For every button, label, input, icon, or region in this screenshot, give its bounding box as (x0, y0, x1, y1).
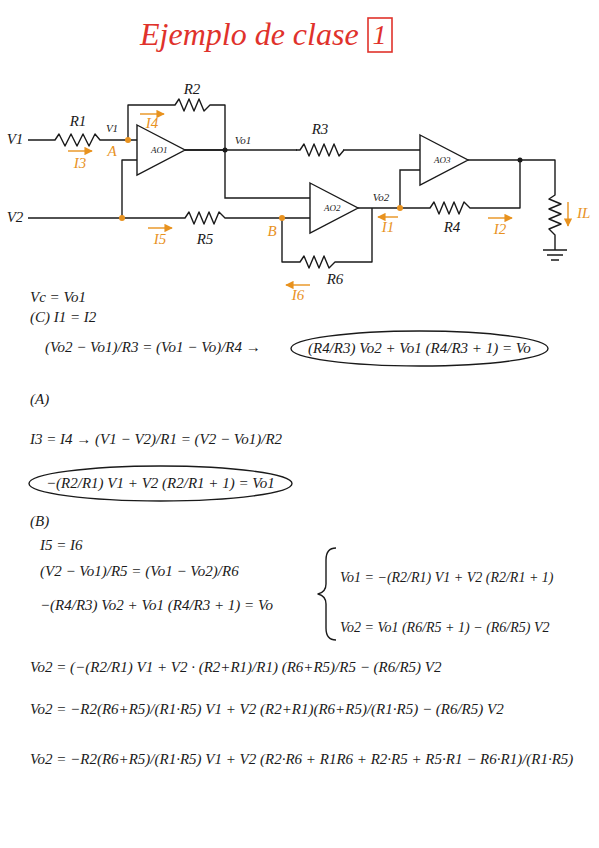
equation: Vo2 = −R2(R6+R5)/(R1·R5) V1 + V2 (R2+R1)… (30, 701, 504, 718)
equation: (A) (30, 391, 49, 408)
resistor-label: R4 (444, 219, 461, 236)
wire-gap (297, 142, 343, 158)
junction-dot (279, 215, 285, 221)
junction-dot (125, 137, 131, 143)
equation: Vo2 = (−(R2/R1) V1 + V2 · (R2+R1)/R1) (R… (30, 659, 441, 676)
equation: Vo2 = Vo1 (R6/R5 + 1) − (R6/R5) V2 (340, 620, 550, 636)
r4-wire (400, 160, 520, 214)
signal-name: Vo2 (373, 191, 390, 204)
wire (185, 150, 310, 198)
circle-outline (29, 466, 292, 501)
equation: Vo2 = −R2(R6+R5)/(R1·R5) V1 + V2 (R2·R6 … (30, 751, 573, 768)
current-arrow (148, 227, 172, 228)
op-amp: AO2 (310, 183, 358, 233)
current-label: I3 (74, 155, 87, 172)
junction-dot (518, 158, 523, 163)
ground-symbol (543, 250, 567, 260)
current-label: I5 (154, 231, 167, 248)
brace (318, 548, 336, 640)
current-arrow (140, 113, 164, 114)
current-arrow (286, 284, 310, 285)
resistor-label: R6 (327, 271, 344, 288)
resistor-label: R2 (184, 81, 201, 98)
current-label: I6 (292, 287, 305, 304)
equation: Vo1 = −(R2/R1) V1 + V2 (R2/R1 + 1) (340, 570, 554, 586)
equation: (B) (30, 513, 49, 530)
load-resistor (468, 160, 561, 250)
wire (122, 160, 137, 218)
signal-name: Vo1 (235, 134, 252, 147)
signal-name: V2 (7, 209, 24, 226)
current-arrow (68, 150, 92, 151)
node-text: AO1 (151, 145, 168, 155)
node-label: A (107, 143, 116, 160)
equation: I5 = I6 (40, 537, 83, 554)
node-text: −(R2/R1) V1 + V2 (R2/R1 + 1) = Vo1 (28, 465, 293, 502)
current-arrow (488, 217, 512, 218)
node-label: B (267, 223, 276, 240)
current-label: I2 (494, 221, 507, 238)
r1-wire (28, 134, 137, 146)
page-title: Ejemplo de clase (140, 16, 359, 53)
circled-equation: −(R2/R1) V1 + V2 (R2/R1 + 1) = Vo1 (28, 465, 293, 502)
node-text: AO3 (434, 155, 451, 165)
boxed-number: 1 (367, 17, 393, 53)
op-amp-triangle (420, 135, 468, 185)
node-text: 1 (367, 17, 393, 51)
equation: −(R4/R3) Vo2 + Vo1 (R4/R3 + 1) = Vo (40, 597, 273, 614)
current-arrow (567, 202, 568, 226)
op-amp-triangle (310, 183, 358, 233)
node-text: (R4/R3) Vo2 + Vo1 (R4/R3 + 1) = Vo (290, 330, 549, 367)
circled-equation: (R4/R3) Vo2 + Vo1 (R4/R3 + 1) = Vo (290, 330, 549, 367)
r5-wire (28, 212, 310, 224)
signal-name: V1 (106, 122, 118, 135)
circle-outline (291, 331, 548, 366)
junction-dot (223, 148, 228, 153)
resistor-label: R5 (197, 231, 214, 248)
box-outline (368, 18, 392, 52)
op-amp: AO1 (137, 125, 185, 175)
equation: Vc = Vo1 (30, 289, 86, 306)
op-amp: AO3 (420, 135, 468, 185)
equation: (C) I1 = I2 (30, 309, 96, 326)
current-label: IL (577, 205, 587, 222)
current-label: I1 (382, 219, 395, 236)
equation: (Vo2 − Vo1)/R3 = (Vo1 − Vo)/R4 → (45, 339, 261, 356)
op-amp-triangle (137, 125, 185, 175)
current-arrow (378, 216, 398, 217)
resistor-label: R3 (312, 121, 329, 138)
resistor-label: R1 (70, 113, 87, 130)
signal-name: V1 (7, 131, 24, 148)
junction-dot (119, 215, 125, 221)
wire (358, 170, 420, 208)
junction-dot (397, 205, 403, 211)
equation: (V2 − Vo1)/R5 = (Vo1 − Vo2)/R6 (40, 563, 239, 580)
r3-resistor (296, 144, 344, 156)
equation: I3 = I4 → (V1 − V2)/R1 = (V2 − Vo1)/R2 (30, 431, 282, 448)
node-text: AO2 (324, 203, 341, 213)
